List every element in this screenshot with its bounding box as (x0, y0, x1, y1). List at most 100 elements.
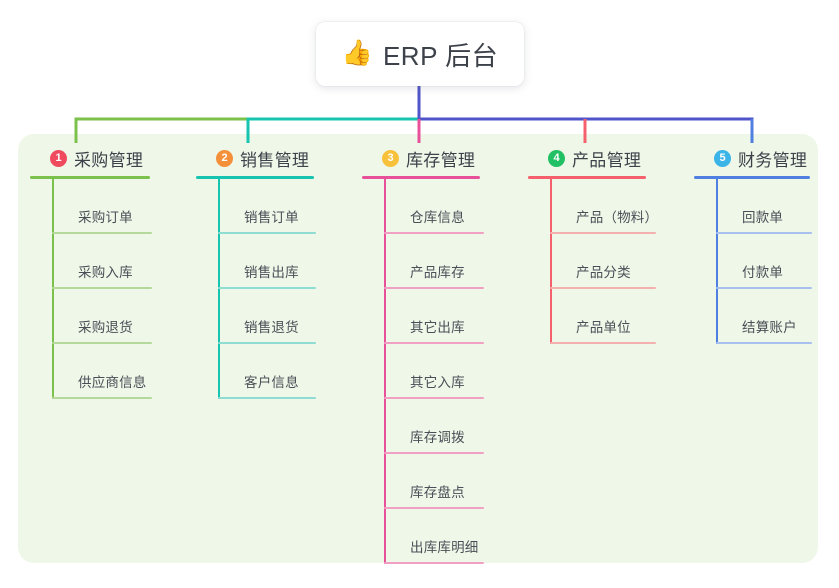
branch-spine (218, 179, 220, 399)
leaf-underline (384, 562, 484, 564)
thumbs-up-icon: 👍 (341, 38, 373, 67)
leaf-node-label: 采购退货 (78, 320, 133, 335)
leaf-node-label: 库存调拨 (410, 430, 465, 445)
branch-number-badge: 2 (216, 149, 233, 167)
leaf-underline (716, 342, 812, 344)
leaf-underline (52, 287, 152, 289)
leaf-node[interactable]: 采购退货 (52, 289, 152, 344)
branch-number-badge: 3 (382, 149, 399, 167)
branch-column: 5 财务管理回款单付款单结算账户 (694, 145, 812, 344)
leaf-node[interactable]: 供应商信息 (52, 344, 152, 399)
leaf-node-label: 结算账户 (742, 320, 797, 335)
leaf-node[interactable]: 仓库信息 (384, 179, 484, 234)
leaf-node[interactable]: 销售订单 (218, 179, 316, 234)
leaf-node-label: 销售订单 (244, 210, 299, 225)
branch-underline (528, 176, 646, 179)
leaf-node[interactable]: 回款单 (716, 179, 812, 234)
leaf-underline (52, 232, 152, 234)
leaf-node-label: 其它入库 (410, 375, 465, 390)
leaf-node-label: 产品单位 (576, 320, 631, 335)
leaf-node-label: 产品库存 (410, 265, 465, 280)
leaf-underline (218, 342, 316, 344)
branch-header[interactable]: 2 销售管理 (196, 145, 314, 171)
leaf-node[interactable]: 出库库明细 (384, 509, 484, 564)
branch-title: 采购管理 (74, 150, 144, 170)
branch-title: 销售管理 (240, 150, 310, 170)
branch-column: 4 产品管理产品（物料） 产品分类产品单位 (528, 145, 658, 344)
leaf-underline (384, 452, 484, 454)
leaf-node-label: 采购订单 (78, 210, 133, 225)
branch-title: 产品管理 (572, 150, 642, 170)
branch-number-badge: 1 (50, 149, 67, 167)
leaf-node[interactable]: 结算账户 (716, 289, 812, 344)
leaf-underline (550, 287, 656, 289)
leaf-node[interactable]: 库存调拨 (384, 399, 484, 454)
branch-number-badge: 4 (548, 149, 565, 167)
branch-underline (694, 176, 810, 179)
leaf-node[interactable]: 其它入库 (384, 344, 484, 399)
leaf-underline (218, 397, 316, 399)
branch-number-badge: 5 (714, 149, 731, 167)
leaf-node-label: 付款单 (742, 265, 784, 280)
leaf-node-label: 产品分类 (576, 265, 631, 280)
leaf-underline (550, 232, 656, 234)
leaf-underline (384, 342, 484, 344)
branch-spine (384, 179, 386, 564)
leaf-node-label: 客户信息 (244, 375, 299, 390)
branch-column: 3 库存管理仓库信息产品库存其它出库其它入库库存调拨库存盘点出库库明细 (362, 145, 484, 564)
leaf-node-label: 回款单 (742, 210, 784, 225)
branches-panel (18, 134, 818, 563)
leaf-node[interactable]: 采购订单 (52, 179, 152, 234)
leaf-node[interactable]: 库存盘点 (384, 454, 484, 509)
root-node[interactable]: 👍 ERP 后台 (316, 22, 524, 86)
branch-children: 采购订单采购入库采购退货供应商信息 (52, 179, 152, 399)
leaf-underline (218, 232, 316, 234)
leaf-underline (52, 342, 152, 344)
branch-underline (30, 176, 150, 179)
branch-column: 1 采购管理采购订单采购入库采购退货供应商信息 (30, 145, 152, 399)
leaf-node[interactable]: 产品库存 (384, 234, 484, 289)
leaf-underline (384, 287, 484, 289)
leaf-node[interactable]: 采购入库 (52, 234, 152, 289)
leaf-underline (550, 342, 656, 344)
leaf-node[interactable]: 销售出库 (218, 234, 316, 289)
branch-underline (196, 176, 314, 179)
branch-header[interactable]: 3 库存管理 (362, 145, 480, 171)
branch-children: 销售订单销售出库销售退货客户信息 (218, 179, 316, 399)
leaf-underline (52, 397, 152, 399)
leaf-underline (384, 507, 484, 509)
leaf-underline (384, 232, 484, 234)
branch-header[interactable]: 4 产品管理 (528, 145, 646, 171)
leaf-node[interactable]: 其它出库 (384, 289, 484, 344)
branch-spine (716, 179, 718, 344)
leaf-node-label: 采购入库 (78, 265, 133, 280)
branch-children: 仓库信息产品库存其它出库其它入库库存调拨库存盘点出库库明细 (384, 179, 484, 564)
leaf-underline (218, 287, 316, 289)
branch-children: 回款单付款单结算账户 (716, 179, 812, 344)
branch-header[interactable]: 1 采购管理 (30, 145, 150, 171)
leaf-node[interactable]: 付款单 (716, 234, 812, 289)
branch-column: 2 销售管理销售订单销售出库销售退货客户信息 (196, 145, 316, 399)
leaf-node[interactable]: 客户信息 (218, 344, 316, 399)
leaf-underline (716, 232, 812, 234)
branch-header[interactable]: 5 财务管理 (694, 145, 810, 171)
leaf-node[interactable]: 销售退货 (218, 289, 316, 344)
leaf-node-label: 仓库信息 (410, 210, 465, 225)
leaf-underline (716, 287, 812, 289)
leaf-node-label: 其它出库 (410, 320, 465, 335)
leaf-node-label: 库存盘点 (410, 485, 465, 500)
branch-underline (362, 176, 480, 179)
leaf-node-label: 销售出库 (244, 265, 299, 280)
leaf-node-label: 供应商信息 (78, 375, 147, 390)
leaf-node[interactable]: 产品单位 (550, 289, 656, 344)
leaf-node[interactable]: 产品分类 (550, 234, 656, 289)
branch-spine (52, 179, 54, 399)
leaf-node[interactable]: 产品（物料） (550, 179, 658, 234)
leaf-node-label: 出库库明细 (410, 540, 479, 555)
branch-title: 财务管理 (738, 150, 808, 170)
leaf-node-label: 产品（物料） (576, 210, 659, 225)
branch-title: 库存管理 (406, 150, 476, 170)
branch-children: 产品（物料） 产品分类产品单位 (550, 179, 658, 344)
branch-spine (550, 179, 552, 344)
